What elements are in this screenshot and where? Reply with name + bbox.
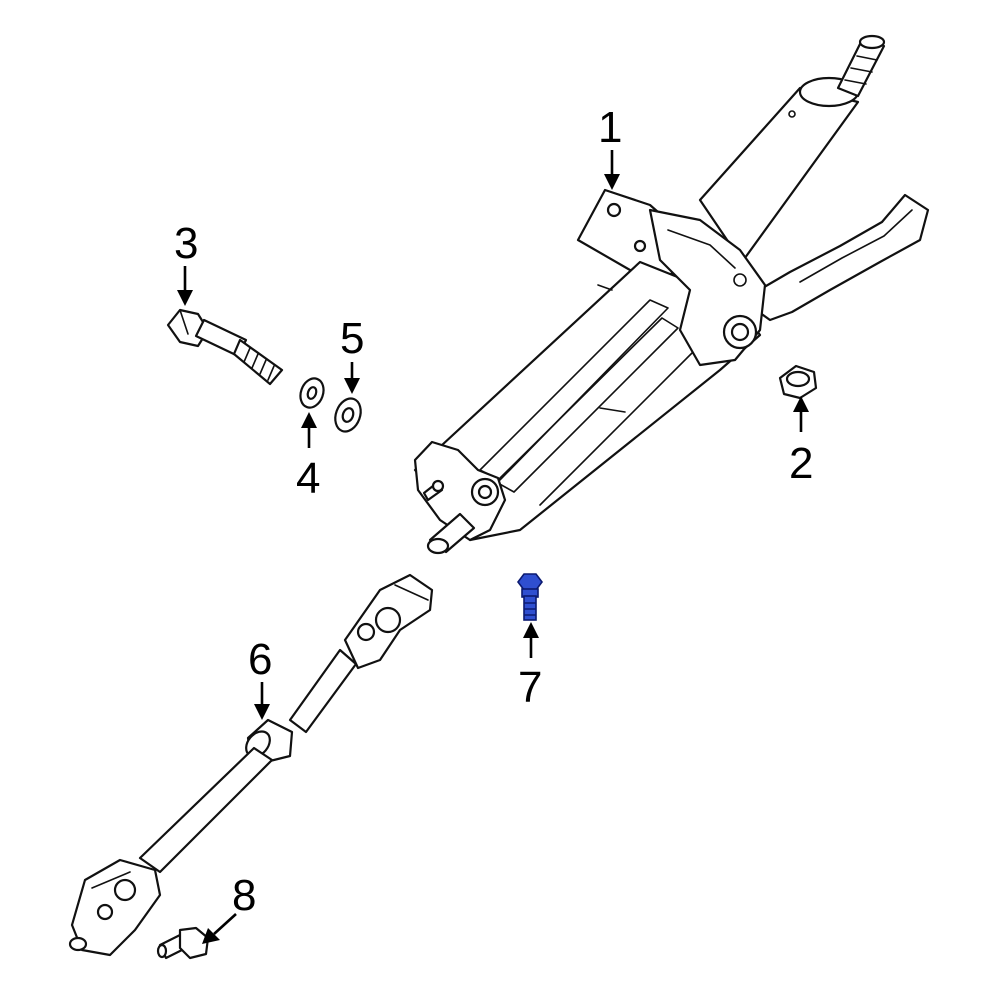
bolt-part-8[interactable] bbox=[156, 926, 210, 960]
callout-5: 5 bbox=[340, 314, 364, 363]
callout-3: 3 bbox=[174, 219, 198, 268]
intermediate-shaft-part[interactable] bbox=[68, 573, 434, 957]
steering-column-part[interactable] bbox=[413, 34, 930, 555]
bolt-part-7-highlighted[interactable] bbox=[517, 573, 543, 621]
washer-part-5[interactable] bbox=[331, 395, 365, 435]
callout-2: 2 bbox=[789, 439, 813, 488]
callout-4: 4 bbox=[296, 454, 320, 503]
bolt-part-3[interactable] bbox=[166, 308, 284, 386]
callout-7: 7 bbox=[518, 663, 542, 712]
callout-1: 1 bbox=[598, 103, 622, 152]
nut-part-2[interactable] bbox=[778, 364, 818, 400]
callout-8: 8 bbox=[232, 871, 256, 920]
callout-6: 6 bbox=[248, 635, 272, 684]
callout-arrows bbox=[177, 150, 809, 944]
washer-part-4[interactable] bbox=[297, 375, 328, 411]
